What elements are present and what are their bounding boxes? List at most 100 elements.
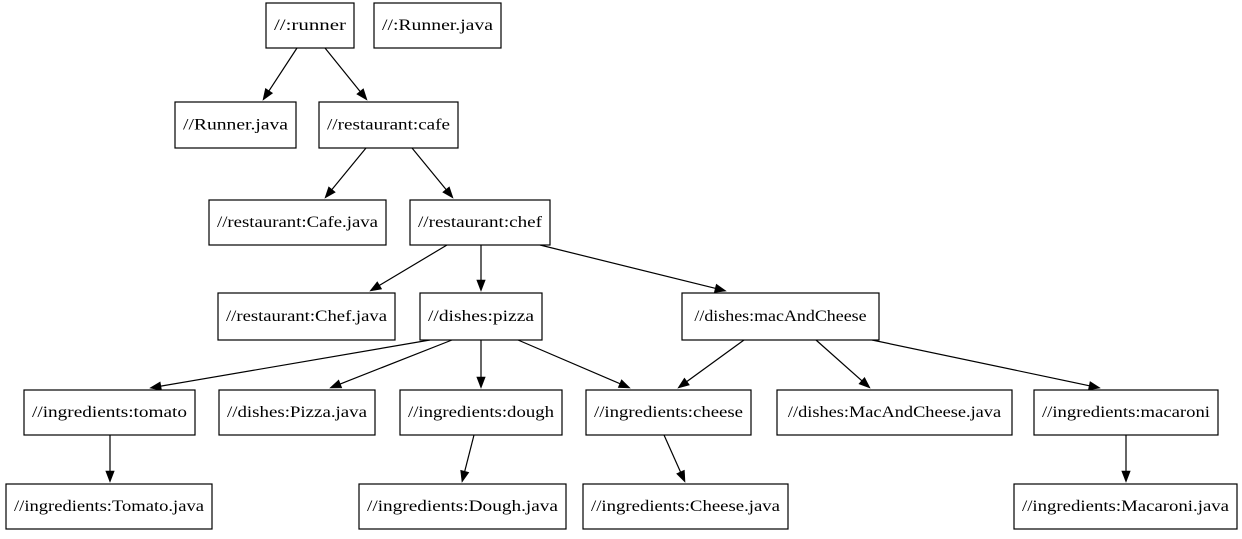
graph-edge-restaurant_chef-to-dishes_pizza [476,245,486,292]
graph-edge-dishes_pizza-to-ingredients_tomato [149,339,431,391]
graph-edge-runner-to-restaurant_cafe [324,47,368,101]
graph-edge-runner-to-runner_java [262,47,298,101]
edge-line [685,339,745,383]
graph-node-runner[interactable]: //:runner [265,2,355,49]
graph-node-dishes_mac_java[interactable]: //dishes:MacAndCheese.java [776,389,1013,436]
graph-node-restaurant_chef[interactable]: //restaurant:chef [409,199,551,246]
graph-edge-restaurant_chef-to-dishes_macandcheese [539,244,727,293]
node-box[interactable] [419,292,543,341]
arrowhead-icon [149,381,162,391]
edge-line [338,339,453,386]
graph-edge-dishes_macandcheese-to-ingredients_macaroni [871,339,1101,391]
edge-line [463,434,475,473]
node-box[interactable] [174,101,297,149]
node-box[interactable] [5,483,213,530]
arrowhead-icon [676,469,686,483]
arrowhead-icon [460,469,470,483]
node-box[interactable] [1013,483,1238,530]
graph-edge-ingredients_tomato-to-tomato_java [105,435,115,483]
arrowhead-icon [1121,470,1131,483]
graph-node-tomato_java[interactable]: //ingredients:Tomato.java [5,483,213,530]
arrowhead-icon [442,186,454,199]
graph-edge-dishes_macandcheese-to-ingredients_cheese [677,339,745,389]
graph-node-runner_java[interactable]: //Runner.java [174,101,297,149]
graph-node-ingredients_macaroni[interactable]: //ingredients:macaroni [1033,389,1219,436]
node-label: //ingredients:macaroni [1042,404,1211,421]
node-box[interactable] [23,389,196,436]
edge-line [330,147,367,192]
graph-edge-ingredients_cheese-to-cheese_java [663,434,686,483]
node-label: //dishes:macAndCheese [694,308,866,325]
node-label: //ingredients:Dough.java [367,498,558,515]
node-box[interactable] [373,2,502,49]
edge-line [411,147,448,192]
node-label: //dishes:Pizza.java [227,404,367,421]
node-box[interactable] [585,389,752,436]
node-label: //ingredients:Macaroni.java [1022,498,1229,515]
node-box[interactable] [318,101,459,149]
graph-edge-restaurant_chef-to-restaurant_chef_java [369,244,448,292]
arrowhead-icon [617,379,631,389]
node-label: //restaurant:chef [418,214,543,231]
node-box[interactable] [358,483,567,530]
graph-node-dishes_pizza[interactable]: //dishes:pizza [419,292,543,341]
graph-node-runner_java_root[interactable]: //:Runner.java [373,2,502,49]
node-box[interactable] [208,199,387,246]
node-label: //dishes:MacAndCheese.java [788,404,1001,421]
node-box[interactable] [218,389,376,436]
graph-node-dishes_macandcheese[interactable]: //dishes:macAndCheese [681,292,880,341]
nodes-layer: //:runner //:Runner.java //Runner.java //re… [5,2,1238,530]
node-label: //:Runner.java [382,17,493,34]
node-label: //ingredients:tomato [32,404,187,421]
node-box[interactable] [776,389,1013,436]
graph-node-dishes_pizza_java[interactable]: //dishes:Pizza.java [218,389,376,436]
graph-node-restaurant_cafe_java[interactable]: //restaurant:Cafe.java [208,199,387,246]
edge-line [871,339,1091,387]
node-label: //ingredients:Cheese.java [591,498,780,515]
arrowhead-icon [329,379,343,389]
arrowhead-icon [356,88,368,101]
graph-node-ingredients_dough[interactable]: //ingredients:dough [399,389,563,436]
edge-line [539,244,717,290]
node-box[interactable] [399,389,563,436]
node-box[interactable] [217,292,396,341]
arrowhead-icon [1087,381,1101,391]
graph-edge-dishes_pizza-to-ingredients_cheese [517,339,631,389]
graph-node-restaurant_cafe[interactable]: //restaurant:cafe [318,101,459,149]
node-label: //ingredients:dough [408,404,554,421]
node-label: //ingredients:cheese [594,404,743,421]
edge-line [815,339,864,383]
graph-edge-ingredients_macaroni-to-macaroni_java [1121,435,1131,483]
node-box[interactable] [1033,389,1219,436]
graph-node-macaroni_java[interactable]: //ingredients:Macaroni.java [1013,483,1238,530]
arrowhead-icon [677,377,690,389]
graph-edge-ingredients_dough-to-dough_java [460,434,475,483]
arrowhead-icon [105,470,115,483]
node-label: //ingredients:Tomato.java [14,498,204,515]
graph-edge-dishes_macandcheese-to-dishes_mac_java [815,339,871,389]
node-label: //restaurant:Chef.java [226,308,387,325]
graph-node-cheese_java[interactable]: //ingredients:Cheese.java [582,483,789,530]
edge-line [267,47,298,93]
node-label: //Runner.java [183,117,288,134]
node-box[interactable] [265,2,355,49]
arrowhead-icon [858,377,871,389]
node-box[interactable] [582,483,789,530]
arrowhead-icon [476,376,486,389]
graph-edge-restaurant_cafe-to-restaurant_chef [411,147,454,199]
edge-line [663,434,682,474]
node-box[interactable] [681,292,880,341]
edges-layer [105,47,1131,483]
graph-edge-dishes_pizza-to-ingredients_dough [476,340,486,389]
arrowhead-icon [369,281,383,292]
node-box[interactable] [409,199,551,246]
graph-node-restaurant_chef_java[interactable]: //restaurant:Chef.java [217,292,396,341]
node-label: //:runner [274,17,347,34]
graph-node-ingredients_cheese[interactable]: //ingredients:cheese [585,389,752,436]
graph-edge-restaurant_cafe-to-restaurant_cafe_java [324,147,367,199]
edge-line [517,339,622,385]
arrowhead-icon [713,283,727,293]
graph-node-ingredients_tomato[interactable]: //ingredients:tomato [23,389,196,436]
graph-node-dough_java[interactable]: //ingredients:Dough.java [358,483,567,530]
